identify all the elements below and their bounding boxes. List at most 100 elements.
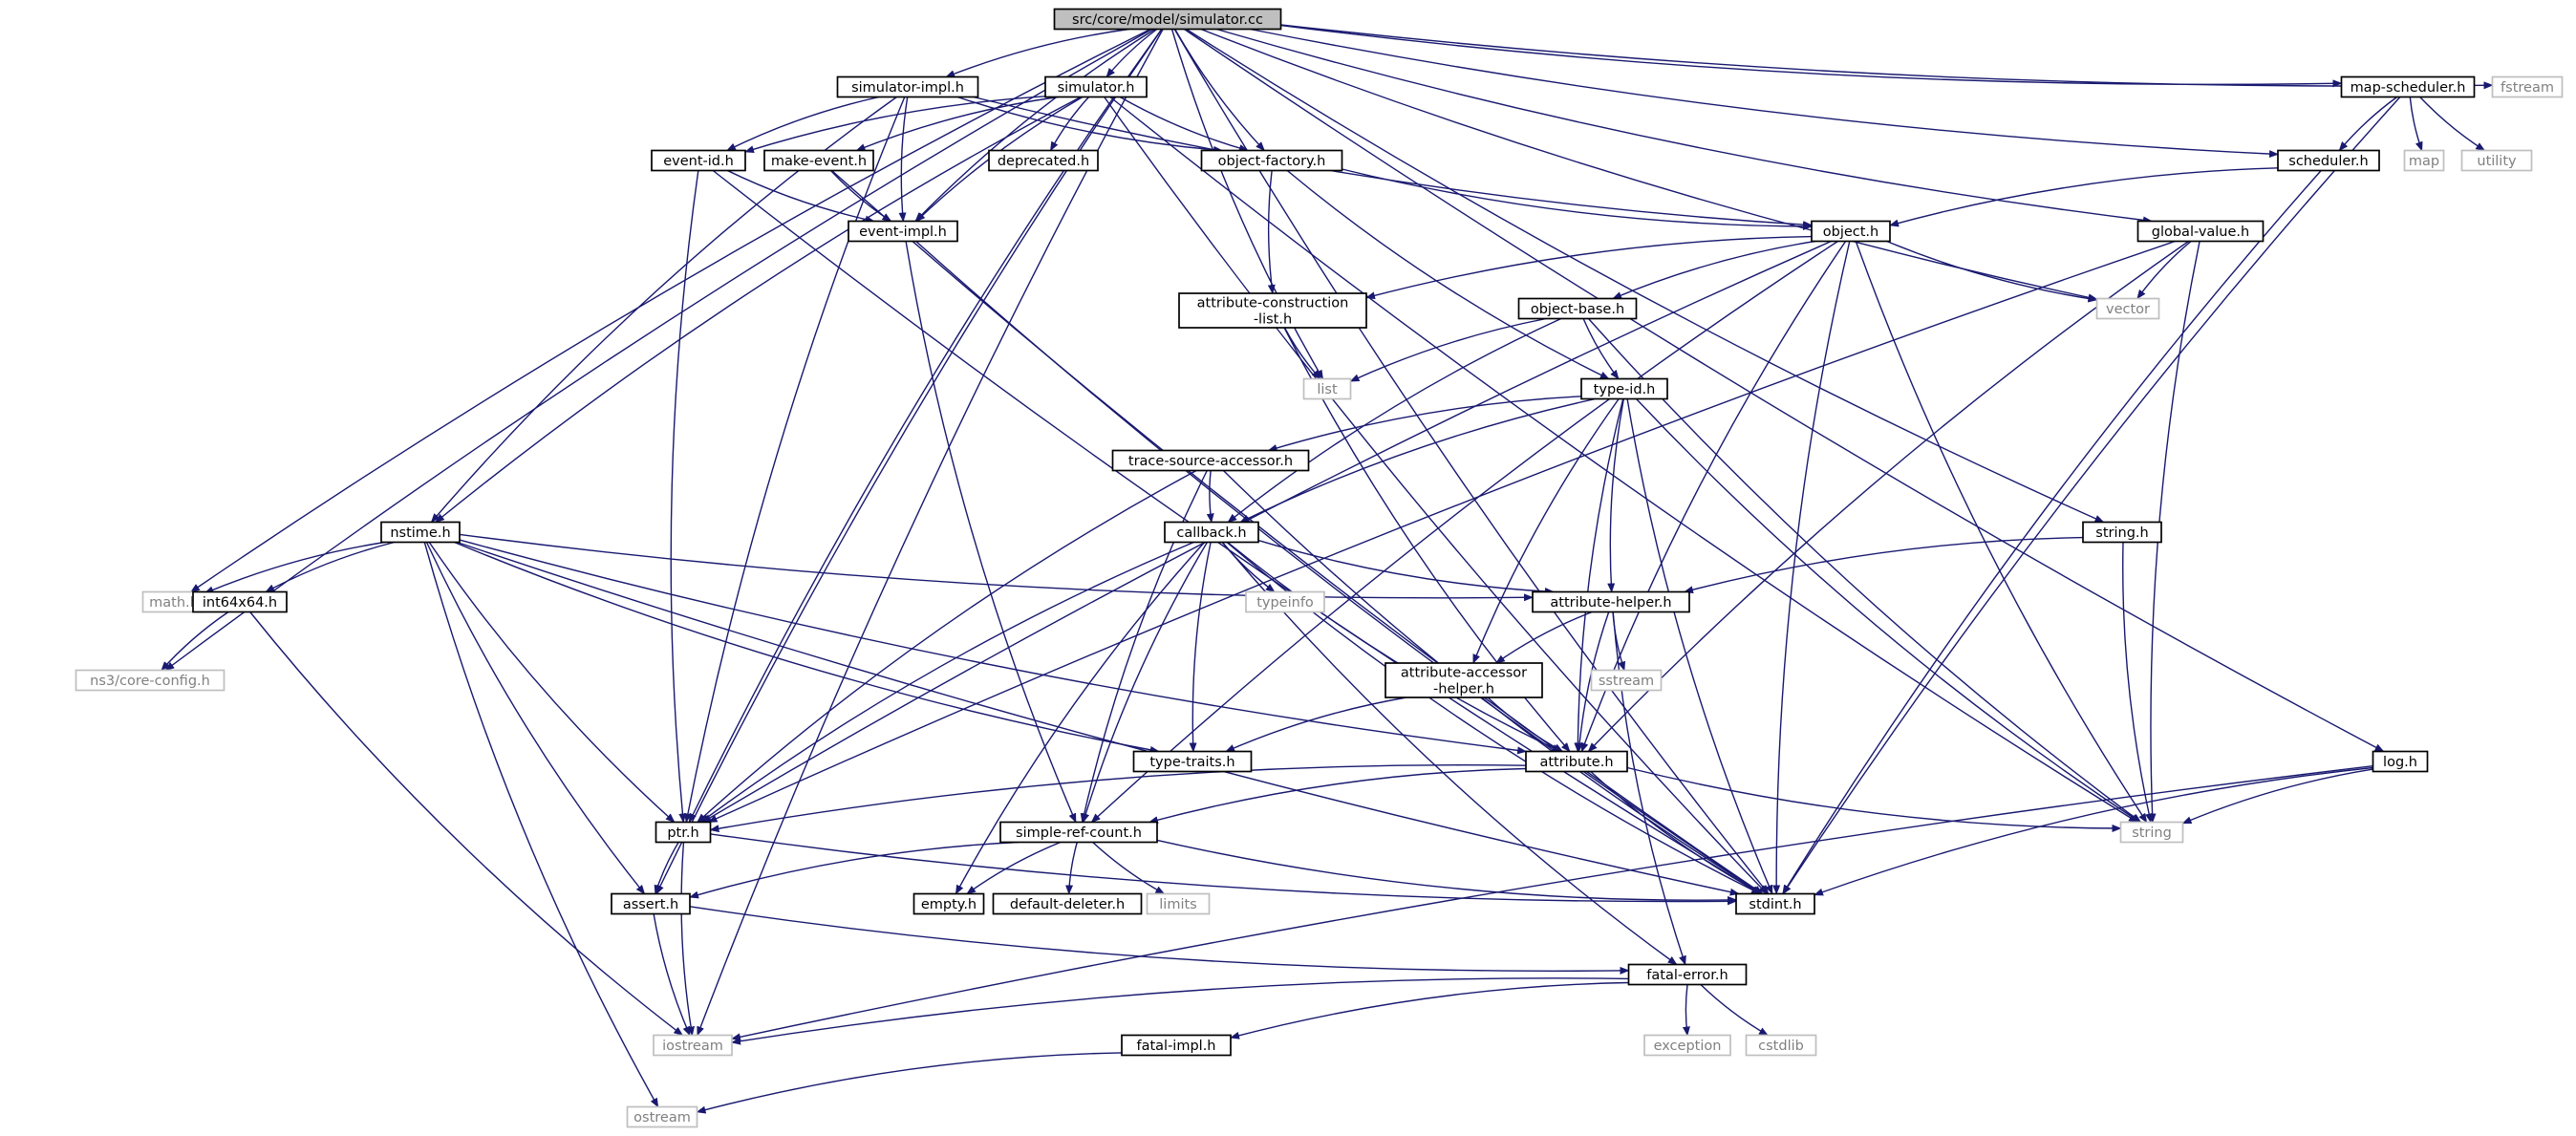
node-coreconfig[interactable]: ns3/core-config.h bbox=[75, 669, 225, 692]
node-box-iostream bbox=[653, 1034, 733, 1057]
node-box-mapsched bbox=[2340, 75, 2476, 98]
edge-objbase-to-list bbox=[1349, 317, 1547, 382]
edge-root-to-sched bbox=[1250, 28, 2279, 159]
edge-callback-to-typetraits bbox=[1189, 542, 1212, 753]
node-vector[interactable]: vector bbox=[2095, 297, 2160, 320]
edge-callback-to-simplerc bbox=[1082, 542, 1209, 824]
edge-typeid-to-attracc bbox=[1472, 398, 1620, 664]
node-logh[interactable]: log.h bbox=[2372, 750, 2429, 773]
node-box-ostream bbox=[626, 1105, 698, 1128]
node-deprecated[interactable]: deprecated.h bbox=[988, 149, 1099, 172]
node-label-sched: scheduler.h bbox=[2288, 154, 2368, 169]
node-fatalerror[interactable]: fatal-error.h bbox=[1627, 963, 1748, 986]
node-objbase[interactable]: object-base.h bbox=[1517, 297, 1638, 320]
node-label-empty: empty.h bbox=[921, 897, 977, 912]
node-iostream[interactable]: iostream bbox=[653, 1034, 733, 1057]
node-mapsched[interactable]: map-scheduler.h bbox=[2340, 75, 2476, 98]
node-objecth[interactable]: object.h bbox=[1811, 220, 1891, 243]
node-callback[interactable]: callback.h bbox=[1164, 521, 1259, 544]
node-stringh[interactable]: string.h bbox=[2082, 521, 2162, 544]
node-objfactory[interactable]: object-factory.h bbox=[1200, 149, 1343, 172]
edge-simimpl-to-eventid bbox=[726, 96, 880, 152]
node-string[interactable]: string bbox=[2119, 821, 2184, 844]
edge-sched-to-objecth bbox=[1889, 167, 2279, 227]
edge-nstime-to-mathh bbox=[204, 541, 386, 594]
node-attrhelper[interactable]: attribute-helper.h bbox=[1532, 590, 1690, 613]
node-empty[interactable]: empty.h bbox=[912, 892, 985, 915]
node-attracc[interactable]: attribute-accessor-helper.h bbox=[1385, 662, 1543, 698]
node-box-list bbox=[1302, 377, 1352, 400]
node-simplerc[interactable]: simple-ref-count.h bbox=[999, 821, 1158, 844]
edge-tsa-to-ptr bbox=[697, 469, 1197, 824]
node-stdint[interactable]: stdint.h bbox=[1735, 892, 1815, 915]
node-label-callback: callback.h bbox=[1176, 525, 1246, 541]
node-map[interactable]: map bbox=[2403, 149, 2445, 172]
edge-nstime-to-ostream bbox=[423, 542, 659, 1108]
edge-root-to-mapsched bbox=[1280, 24, 2343, 88]
node-box-eventid bbox=[651, 149, 746, 172]
node-fatalimpl[interactable]: fatal-impl.h bbox=[1121, 1034, 1232, 1057]
node-box-deprecated bbox=[988, 149, 1099, 172]
edge-typeid-to-stdint bbox=[1626, 398, 1773, 895]
node-ptr[interactable]: ptr.h bbox=[655, 821, 712, 844]
node-typeinfo[interactable]: typeinfo bbox=[1245, 590, 1325, 613]
node-sched[interactable]: scheduler.h bbox=[2277, 149, 2380, 172]
node-box-attribute bbox=[1525, 750, 1628, 773]
node-typeid[interactable]: type-id.h bbox=[1580, 377, 1668, 400]
node-attrconst[interactable]: attribute-construction-list.h bbox=[1178, 292, 1367, 329]
node-typetraits[interactable]: type-traits.h bbox=[1132, 750, 1253, 773]
node-box-typetraits bbox=[1132, 750, 1253, 773]
edge-mapsched-to-stdint bbox=[1782, 96, 2401, 895]
node-nstime[interactable]: nstime.h bbox=[380, 521, 461, 544]
node-utility[interactable]: utility bbox=[2460, 149, 2533, 172]
edge-eventimpl-to-stdint bbox=[915, 240, 1764, 895]
edge-objfactory-to-attrconst bbox=[1267, 170, 1276, 294]
node-label-logh: log.h bbox=[2383, 755, 2417, 770]
edge-simplerc-to-asserth bbox=[689, 841, 1020, 899]
node-label-fstream: fstream bbox=[2501, 80, 2554, 96]
edge-eventimpl-to-simplerc bbox=[905, 241, 1077, 824]
edge-simplerc-to-defdel bbox=[1065, 842, 1078, 895]
node-label-mathh: math.h bbox=[149, 595, 199, 611]
edge-nstime-to-typetraits bbox=[454, 541, 1160, 754]
edge-stringh-to-attrhelper bbox=[1684, 536, 2084, 594]
node-limits[interactable]: limits bbox=[1146, 892, 1211, 915]
node-sstream[interactable]: sstream bbox=[1590, 669, 1663, 692]
node-label-ostream: ostream bbox=[633, 1110, 691, 1125]
node-box-objecth bbox=[1811, 220, 1891, 243]
node-simimpl[interactable]: simulator-impl.h bbox=[836, 75, 979, 98]
edge-objecth-to-attrconst bbox=[1365, 235, 1813, 300]
node-int64[interactable]: int64x64.h bbox=[192, 590, 288, 613]
node-globalvalue[interactable]: global-value.h bbox=[2136, 220, 2265, 243]
node-simh[interactable]: simulator.h bbox=[1044, 75, 1148, 98]
node-cstdlib[interactable]: cstdlib bbox=[1745, 1034, 1817, 1057]
edge-objfactory-to-typeid bbox=[1286, 169, 1610, 380]
edge-nstime-to-attrhelper bbox=[459, 533, 1534, 602]
node-fstream[interactable]: fstream bbox=[2491, 75, 2564, 98]
edge-attribute-to-simplerc bbox=[1148, 767, 1527, 825]
node-label-eventid: event-id.h bbox=[663, 154, 734, 169]
edge-objecth-to-vector bbox=[1886, 240, 2098, 303]
node-box-string bbox=[2119, 821, 2184, 844]
edge-simplerc-to-limits bbox=[1092, 841, 1166, 895]
node-ostream[interactable]: ostream bbox=[626, 1105, 698, 1128]
node-defdel[interactable]: default-deleter.h bbox=[992, 892, 1143, 915]
edge-root-to-simimpl bbox=[945, 28, 1129, 78]
node-asserth[interactable]: assert.h bbox=[611, 892, 691, 915]
edge-sched-to-stdint bbox=[1782, 170, 2322, 895]
node-eventid[interactable]: event-id.h bbox=[651, 149, 746, 172]
node-label-asserth: assert.h bbox=[623, 897, 678, 912]
node-label-simimpl: simulator-impl.h bbox=[851, 80, 964, 96]
node-eventimpl[interactable]: event-impl.h bbox=[848, 220, 958, 243]
node-tsa[interactable]: trace-source-accessor.h bbox=[1111, 449, 1310, 472]
node-root[interactable]: src/core/model/simulator.cc bbox=[1053, 8, 1282, 31]
node-box-limits bbox=[1146, 892, 1211, 915]
edge-asserth-to-iostream bbox=[653, 913, 691, 1037]
node-exception[interactable]: exception bbox=[1643, 1034, 1731, 1057]
node-makeevent[interactable]: make-event.h bbox=[763, 149, 874, 172]
node-attribute[interactable]: attribute.h bbox=[1525, 750, 1628, 773]
node-list[interactable]: list bbox=[1302, 377, 1352, 400]
node-label-attrconst-line1: attribute-construction bbox=[1197, 296, 1349, 311]
node-label-simh: simulator.h bbox=[1058, 80, 1135, 96]
edges-layer bbox=[161, 24, 2494, 1114]
